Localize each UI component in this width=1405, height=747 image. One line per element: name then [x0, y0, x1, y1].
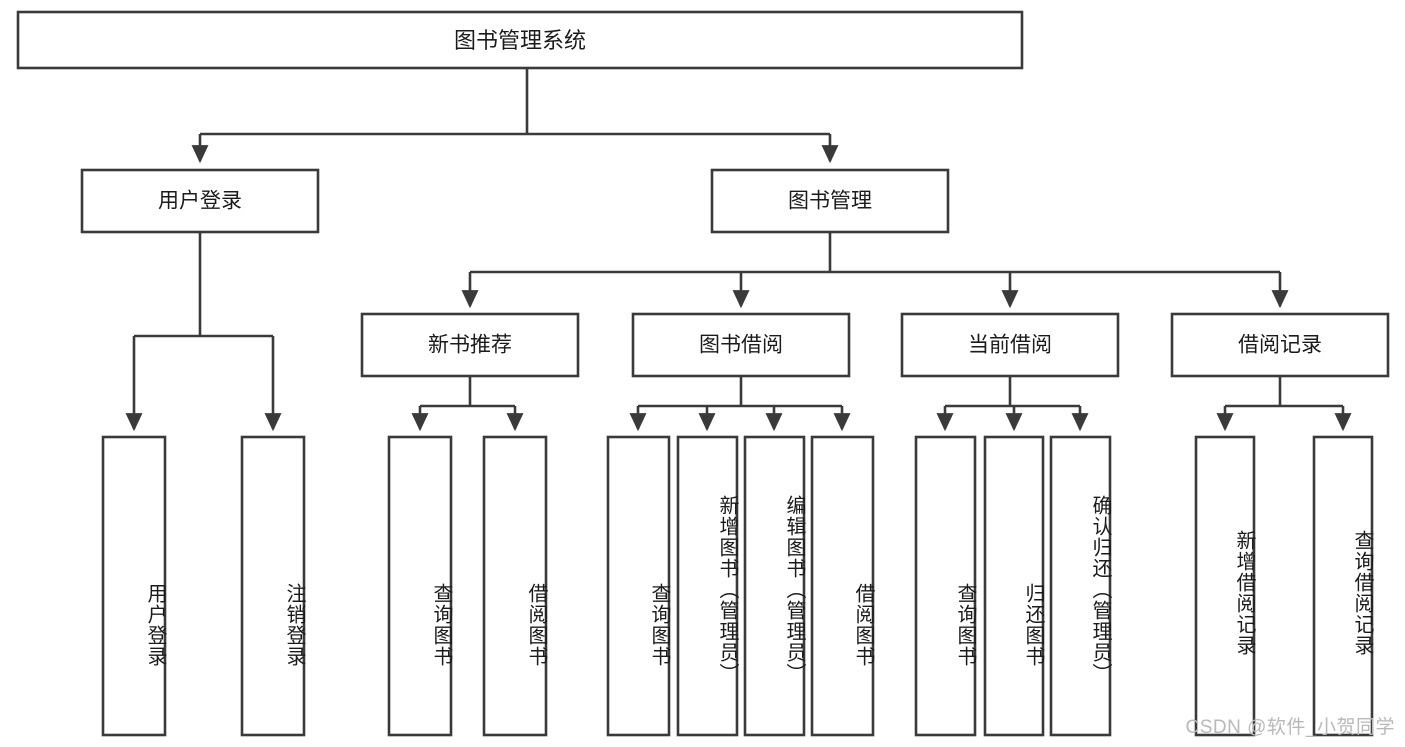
leaf-box-add-borrow-record[interactable]: [1194, 435, 1256, 737]
node-current-borrow-box[interactable]: [900, 312, 1120, 378]
node-root[interactable]: 图书管理系统: [16, 10, 1024, 70]
leaf-box-logout[interactable]: [240, 435, 306, 737]
node-book-borrow-label: 图书借阅: [699, 334, 783, 357]
node-user-login[interactable]: 用户登录: [80, 168, 320, 234]
node-borrow-record-box[interactable]: [1170, 312, 1390, 378]
connector-layer: [125, 68, 1352, 432]
node-current-borrow[interactable]: 当前借阅: [900, 312, 1120, 378]
leaf-box-user-login[interactable]: [101, 435, 167, 737]
leaf-box-borrow-book-recommend[interactable]: [482, 435, 548, 737]
node-book-management-box[interactable]: [710, 168, 950, 234]
node-root-box[interactable]: [16, 10, 1024, 70]
leaf-box-confirm-return-admin[interactable]: [1049, 435, 1112, 737]
node-current-borrow-label: 当前借阅: [968, 334, 1052, 357]
node-borrow-record-label: 借阅记录: [1238, 334, 1322, 357]
leaf-box-query-book-borrow[interactable]: [606, 435, 671, 737]
node-book-management[interactable]: 图书管理: [710, 168, 950, 234]
leaf-box-query-book-current[interactable]: [914, 435, 977, 737]
leaf-box-edit-book-admin[interactable]: [743, 435, 806, 737]
node-borrow-record[interactable]: 借阅记录: [1170, 312, 1390, 378]
node-book-management-label: 图书管理: [788, 190, 872, 213]
leaf-layer: [101, 435, 1374, 737]
node-new-book-recommend-box[interactable]: [360, 312, 580, 378]
node-book-borrow-box[interactable]: [631, 312, 851, 378]
leaf-box-query-book-recommend[interactable]: [387, 435, 453, 737]
leaf-box-borrow-book[interactable]: [810, 435, 875, 737]
leaf-box-query-borrow-record[interactable]: [1312, 435, 1374, 737]
node-book-borrow[interactable]: 图书借阅: [631, 312, 851, 378]
leaf-box-add-book-admin[interactable]: [676, 435, 739, 737]
leaf-box-return-book[interactable]: [983, 435, 1045, 737]
node-root-label: 图书管理系统: [454, 28, 586, 53]
node-new-book-recommend[interactable]: 新书推荐: [360, 312, 580, 378]
node-user-login-label: 用户登录: [158, 190, 242, 213]
watermark-text: CSDN @软件_小贺同学: [1185, 717, 1395, 738]
node-new-book-recommend-label: 新书推荐: [428, 334, 512, 357]
node-user-login-box[interactable]: [80, 168, 320, 234]
